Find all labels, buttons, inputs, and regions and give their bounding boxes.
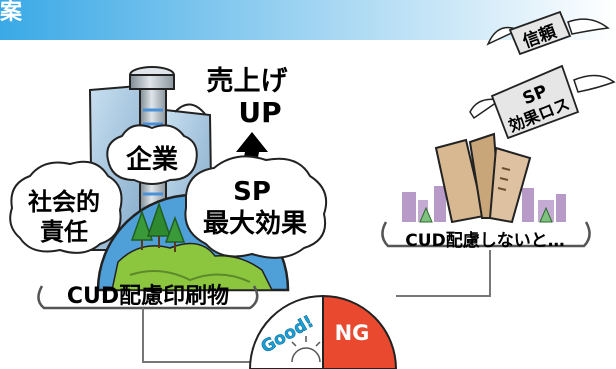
sales-up-label: 売上げ UP — [206, 66, 289, 130]
left-caption: CUD配慮印刷物 — [67, 283, 229, 309]
leaning-buildings — [434, 132, 532, 224]
good-ng-gauge: Good! NG — [248, 294, 398, 369]
company-bubble: 企業 — [106, 124, 198, 185]
social-responsibility-line1: 社会的 — [28, 188, 100, 216]
svg-text:売上げ: 売上げ — [207, 66, 289, 97]
right-scene: 信頼 SP 効果ロス CUD配慮しないと… — [381, 10, 616, 251]
left-scene: 売上げ UP 企業 社会的 責任 SP 最大効果 CUD配慮印刷物 — [9, 66, 328, 310]
connector-lines — [142, 250, 491, 363]
sp-max-effect-bubble: SP 最大効果 — [184, 155, 328, 259]
company-label: 企業 — [126, 144, 178, 175]
sunrise-icon — [291, 347, 321, 363]
social-responsibility-bubble: 社会的 責任 — [9, 160, 123, 254]
city-skyline — [402, 186, 566, 222]
sp-max-effect-line1: SP — [233, 177, 271, 207]
small-trees-icon — [419, 206, 553, 223]
trust-tag: 信頼 — [486, 10, 610, 56]
right-caption-bracket — [381, 221, 591, 248]
svg-text:UP: UP — [238, 96, 281, 129]
left-caption-bracket — [37, 285, 259, 310]
right-caption: CUD配慮しないと… — [405, 230, 564, 251]
header-title: 案 — [0, 0, 23, 25]
ng-label: NG — [335, 321, 370, 345]
social-responsibility-line2: 責任 — [40, 218, 88, 246]
tree-icons — [130, 201, 186, 252]
sp-max-effect-line2: 最大効果 — [203, 208, 307, 239]
sp-loss-tag: SP 効果ロス — [469, 64, 616, 140]
